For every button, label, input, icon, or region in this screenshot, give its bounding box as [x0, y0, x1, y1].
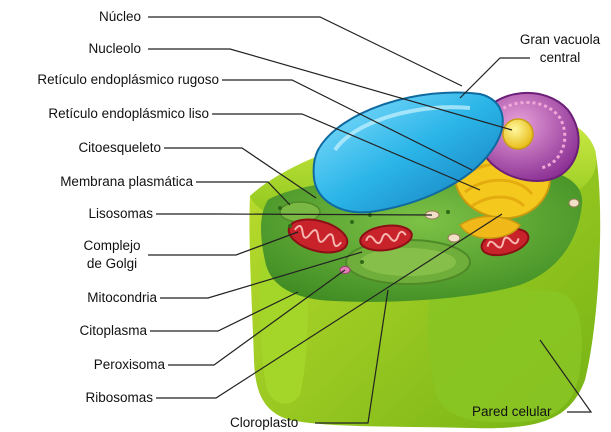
label-nucleo: Núcleo	[99, 9, 141, 25]
label-peroxisoma: Peroxisoma	[94, 357, 165, 373]
label-citoplasma: Citoplasma	[79, 323, 147, 339]
label-cloroplasto: Cloroplasto	[230, 415, 298, 431]
label-gran-vacuola-1: Gran vacuola	[512, 32, 608, 48]
label-gran-vacuola-2: central	[512, 50, 608, 66]
label-lisosomas: Lisosomas	[88, 206, 153, 222]
label-pared-celular: Pared celular	[472, 404, 552, 420]
label-ribosomas: Ribosomas	[85, 390, 153, 406]
label-membrana: Membrana plasmática	[60, 174, 193, 190]
label-complejo-golgi-1: Complejo	[72, 238, 152, 254]
label-nucleolo: Nucleolo	[88, 41, 141, 57]
label-mitocondria: Mitocondria	[87, 290, 157, 306]
label-reticulo-liso: Retículo endoplásmico liso	[48, 106, 209, 122]
label-citoesqueleto: Citoesqueleto	[78, 140, 161, 156]
label-reticulo-rugoso: Retículo endoplásmico rugoso	[37, 72, 219, 88]
label-complejo-golgi-2: de Golgi	[72, 256, 152, 272]
